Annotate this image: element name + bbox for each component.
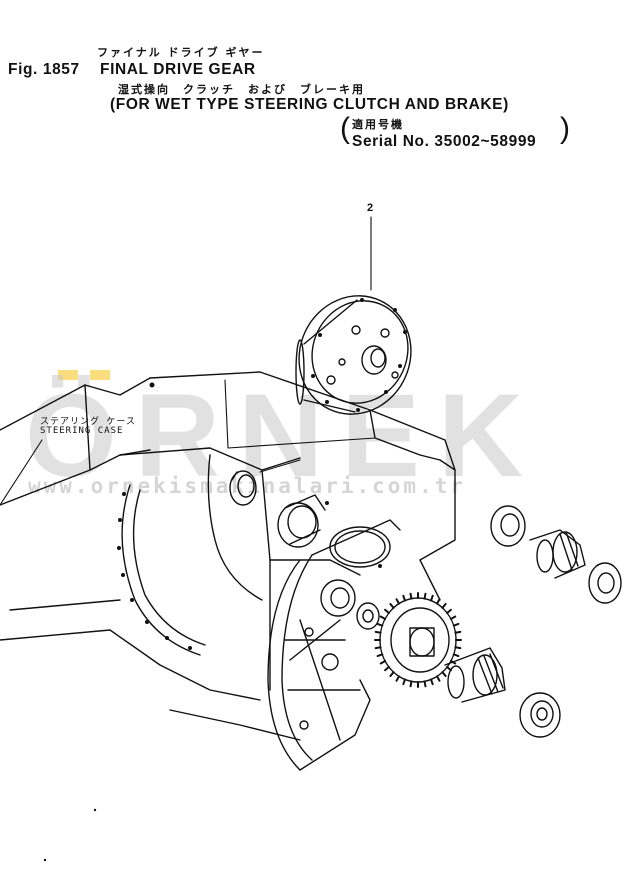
gear-tooth xyxy=(402,594,407,602)
serial-paren-open: ( xyxy=(340,112,351,145)
gear-tooth xyxy=(449,615,457,620)
bearing-small xyxy=(320,579,356,617)
gear-tooth xyxy=(374,646,382,650)
case-bolt-holes xyxy=(117,382,382,650)
bearing-cage xyxy=(277,494,326,548)
steering-case-housing xyxy=(0,371,456,741)
gear-tooth xyxy=(446,608,452,615)
gear-tooth xyxy=(429,594,434,602)
serial-label-japanese: 適用号機 xyxy=(352,118,404,131)
gear-tooth xyxy=(395,675,400,682)
cover-plate xyxy=(267,519,401,771)
gear-tooth xyxy=(452,653,460,658)
gear-tooth xyxy=(402,678,407,686)
watermark-umlaut-left xyxy=(58,370,78,380)
watermark-url: www.ornekismakinalari.com.tr xyxy=(28,474,467,498)
callout-2: 2 xyxy=(367,202,374,214)
gear-tooth xyxy=(376,653,384,658)
gear-tooth xyxy=(389,671,395,678)
gear-tooth xyxy=(384,665,390,672)
serial-paren-close: ) xyxy=(560,112,571,145)
gear-tooth xyxy=(454,630,462,634)
watermark-umlaut-right xyxy=(90,370,110,380)
bearing-upper xyxy=(490,505,526,547)
gear-tooth xyxy=(436,675,441,682)
gear-tooth xyxy=(374,630,382,634)
reference-dots xyxy=(43,808,97,862)
gear-tooth xyxy=(409,680,413,688)
o-ring xyxy=(329,526,391,568)
leader-lines xyxy=(0,216,376,506)
gear-tooth xyxy=(441,602,447,609)
gear-tooth xyxy=(452,622,460,627)
gear-tooth xyxy=(409,592,413,600)
bearing-lower-right xyxy=(519,692,561,738)
gear-tooth xyxy=(423,680,427,688)
flange-bolt-holes xyxy=(311,298,407,412)
page-title: FINAL DRIVE GEAR xyxy=(100,61,256,78)
final-drive-gear xyxy=(374,592,462,688)
figure-number: Fig. 1857 xyxy=(8,61,80,78)
pinion-shaft-upper xyxy=(529,529,586,579)
bearing-far-right xyxy=(588,562,622,604)
serial-number: Serial No. 35002~58999 xyxy=(352,133,537,150)
gear-tooth xyxy=(454,646,462,650)
subtitle-japanese: 湿式操向 クラッチ および ブレーキ用 xyxy=(118,83,365,96)
pinion-shaft-lower xyxy=(444,647,506,703)
gear-tooth xyxy=(384,608,390,615)
gear-tooth xyxy=(379,615,387,620)
steering-case-label: STEERING CASE xyxy=(40,426,124,436)
gear-tooth xyxy=(389,602,395,609)
gear-tooth xyxy=(441,671,447,678)
gear-tooth xyxy=(436,598,441,605)
gear-tooth xyxy=(429,678,434,686)
gear-tooth xyxy=(379,660,387,665)
oil-seal-part-1 xyxy=(229,470,257,506)
drive-flange-part-2 xyxy=(295,295,412,415)
subtitle: (FOR WET TYPE STEERING CLUTCH AND BRAKE) xyxy=(110,96,509,113)
title-japanese: ファイナル ドライブ ギヤー xyxy=(97,46,265,59)
gear-tooth xyxy=(423,592,427,600)
gear-tooth xyxy=(395,598,400,605)
spacer-collar xyxy=(356,602,380,630)
gear-tooth xyxy=(376,622,384,627)
steering-case-label-japanese: ステアリング ケース xyxy=(40,417,136,427)
